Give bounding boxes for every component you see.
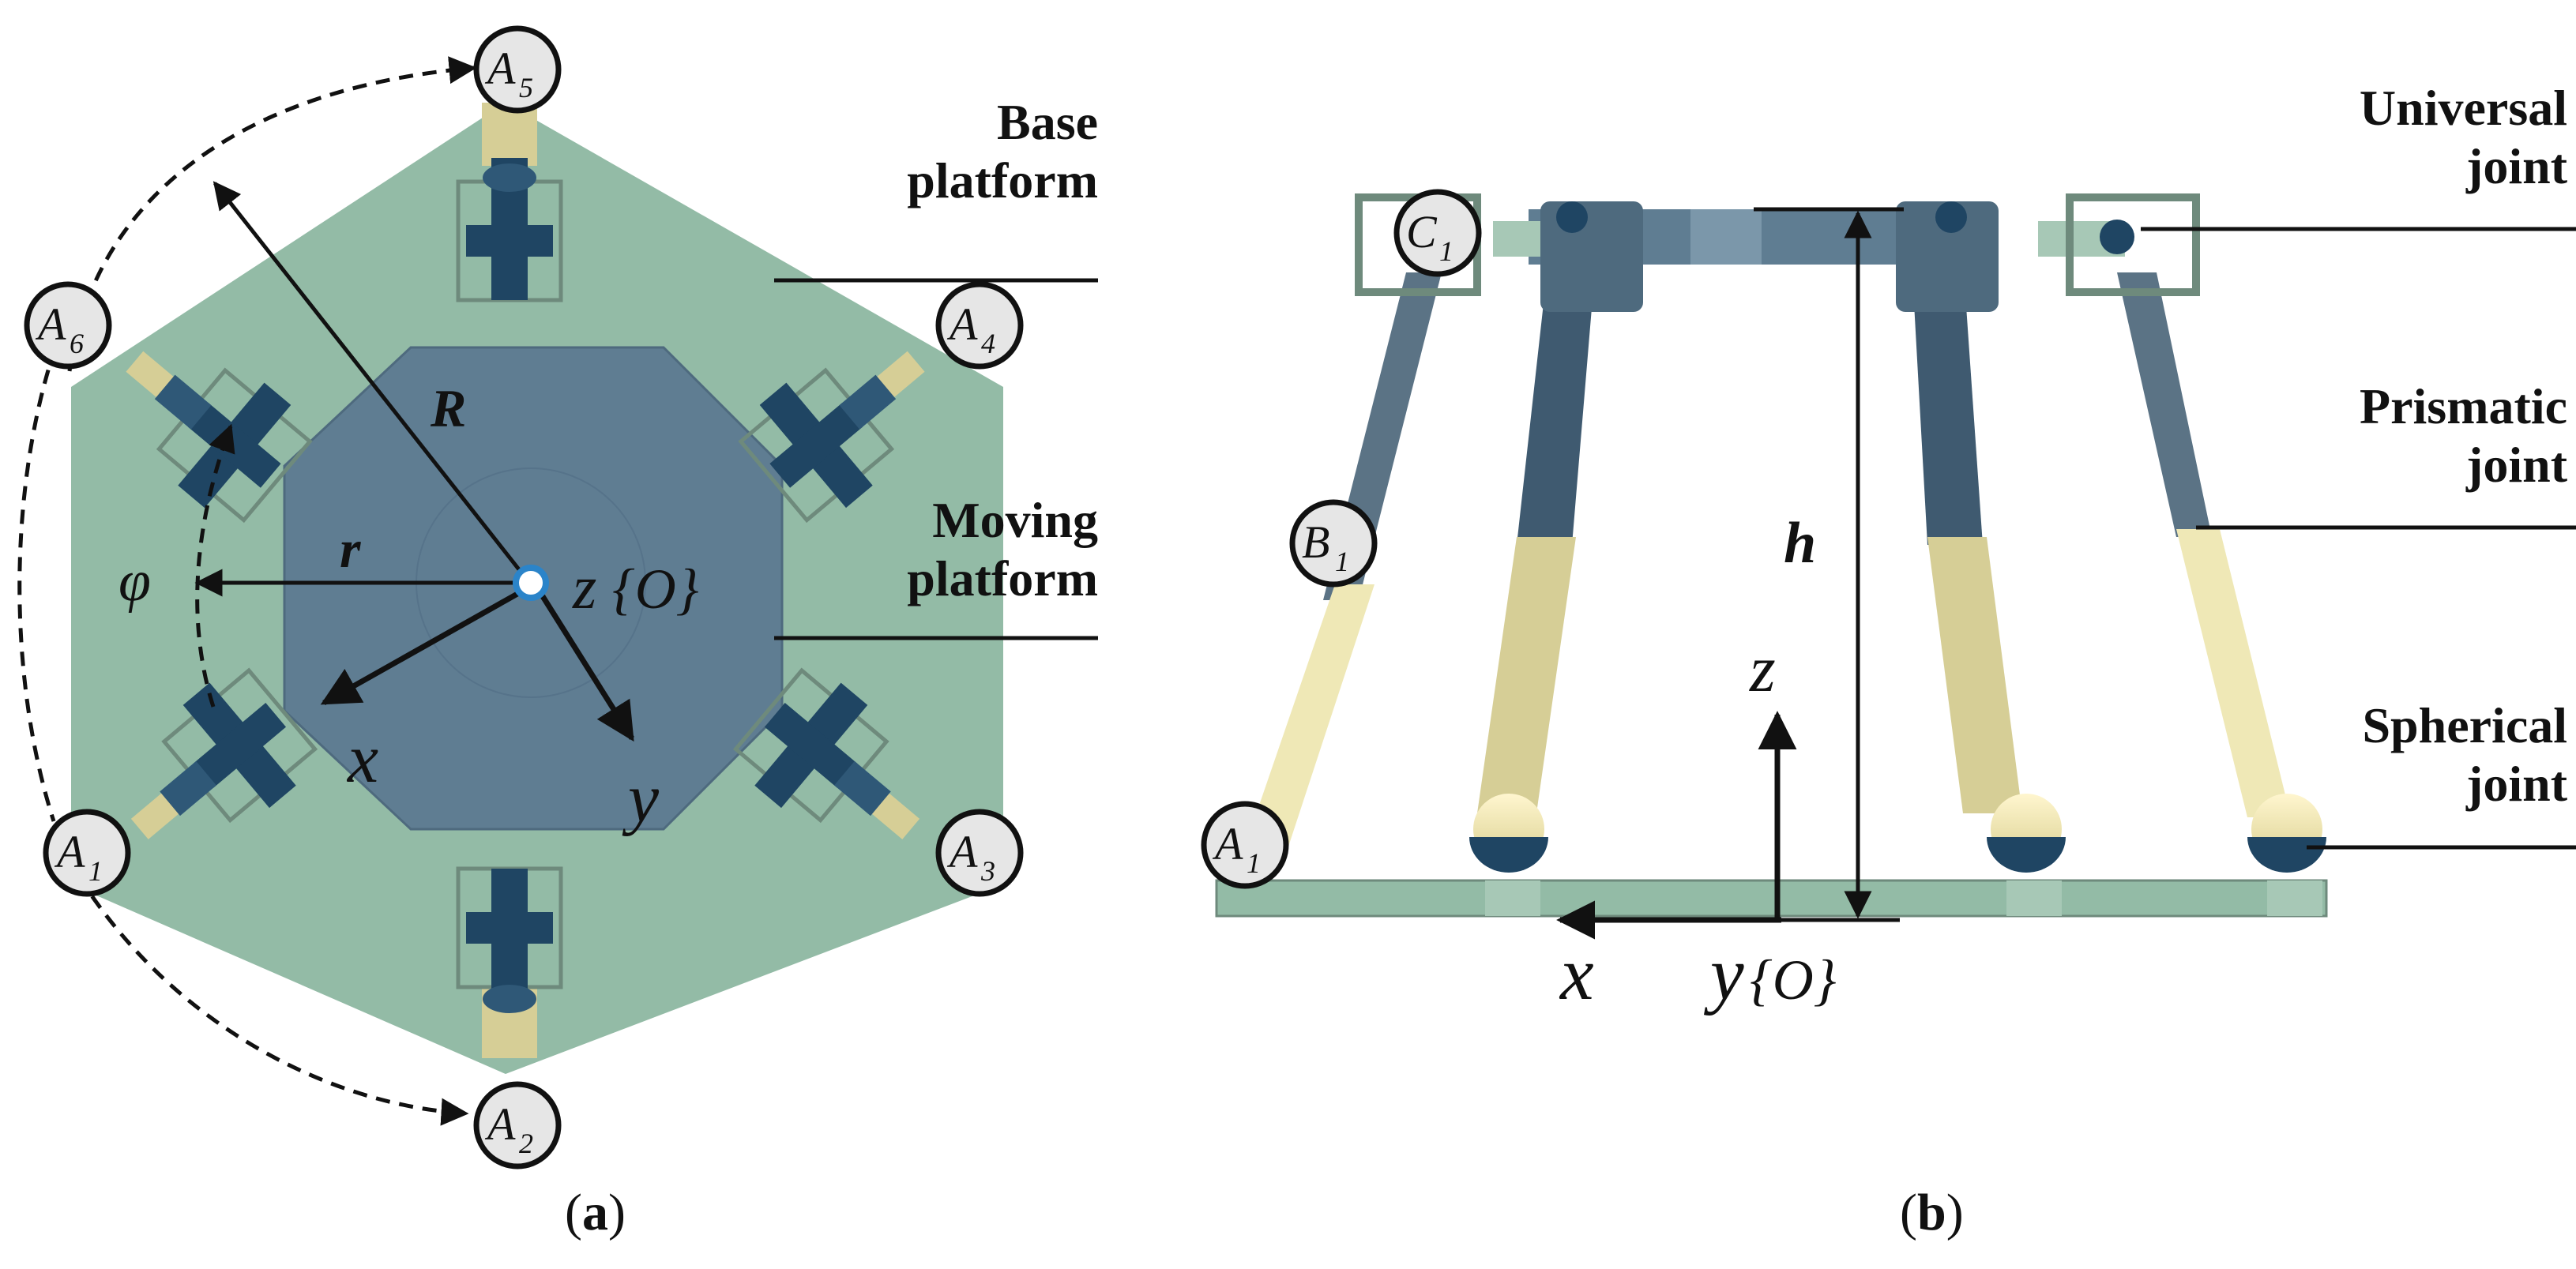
caption-b-open: ( — [1900, 1184, 1917, 1241]
svg-text:A: A — [484, 43, 516, 94]
callout-spherical-joint: Spherical joint — [2275, 696, 2567, 813]
svg-text:1: 1 — [1247, 847, 1261, 879]
callout-spherical-line2: joint — [2466, 756, 2567, 812]
label-origin-b: {O} — [1750, 948, 1837, 1012]
caption-a-open: ( — [565, 1184, 582, 1241]
label-z-b: z — [1749, 633, 1776, 706]
svg-text:1: 1 — [1335, 546, 1349, 577]
label-y-b: y — [1703, 931, 1744, 1016]
svg-text:A: A — [1212, 818, 1243, 869]
label-z-a: z — [572, 553, 596, 621]
svg-text:3: 3 — [980, 855, 995, 887]
callout-universal-line1: Universal — [2359, 80, 2567, 136]
svg-text:A: A — [946, 826, 978, 877]
svg-text:5: 5 — [519, 72, 533, 103]
node-a1-side: A 1 — [1201, 801, 1289, 889]
label-x-b: x — [1559, 931, 1594, 1016]
panel-b: h z x y {O} C 1 B 1 A 1 — [1201, 189, 2576, 1016]
svg-text:A: A — [54, 826, 85, 877]
svg-text:2: 2 — [519, 1128, 533, 1159]
joint-lower-left — [130, 667, 318, 839]
node-b1: B 1 — [1289, 499, 1378, 588]
label-y-a: y — [622, 760, 660, 837]
caption-b: (b) — [1900, 1183, 1964, 1243]
svg-text:6: 6 — [70, 328, 84, 359]
caption-a: (a) — [565, 1183, 626, 1243]
node-a2: A 2 — [473, 1081, 562, 1170]
node-c1: C 1 — [1393, 189, 1482, 277]
joint-lower-right — [732, 667, 920, 839]
axis-x-a — [320, 591, 519, 706]
panel-a: R r φ x y z {O} A 1 A 2 A 3 A 4 — [17, 25, 1098, 1170]
label-x-a: x — [346, 721, 378, 798]
svg-text:1: 1 — [1439, 235, 1453, 267]
node-a6: A 6 — [24, 281, 112, 370]
joint-bottom — [456, 866, 563, 1058]
callout-spherical-line1: Spherical — [2362, 697, 2567, 753]
joint-upper-right — [738, 351, 925, 524]
caption-b-letter: b — [1916, 1184, 1946, 1241]
svg-text:1: 1 — [88, 855, 103, 887]
dashed-arc-a1-a2 — [77, 875, 469, 1126]
label-phi: φ — [118, 549, 151, 614]
spherical-joint-1 — [1469, 794, 1548, 873]
caption-b-close: ) — [1946, 1184, 1964, 1241]
caption-a-close: ) — [607, 1184, 626, 1241]
callout-prismatic-joint: Prismatic joint — [2275, 377, 2567, 494]
callout-moving-line1: Moving — [932, 492, 1098, 548]
svg-text:B: B — [1302, 516, 1329, 568]
leg-4 — [2066, 193, 2291, 817]
spherical-joint-2 — [1987, 794, 2066, 873]
callout-moving-line2: platform — [907, 550, 1098, 606]
label-R: R — [430, 378, 466, 438]
callout-base-line2: platform — [907, 152, 1098, 208]
base-platform-side — [1215, 879, 2328, 918]
callout-universal-joint: Universal joint — [2275, 79, 2567, 196]
callout-base-line1: Base — [997, 94, 1098, 150]
svg-text:4: 4 — [981, 328, 995, 359]
node-a1: A 1 — [43, 809, 131, 897]
callout-prismatic-line1: Prismatic — [2360, 378, 2567, 434]
callout-universal-line2: joint — [2466, 138, 2567, 194]
callout-base-platform: Base platform — [869, 93, 1098, 210]
node-a3: A 3 — [935, 809, 1024, 897]
origin-marker — [513, 565, 549, 601]
joint-top — [456, 103, 563, 302]
label-r: r — [340, 519, 361, 579]
callout-prismatic-line2: joint — [2466, 437, 2567, 493]
leg-2 — [1477, 201, 1643, 813]
node-a4: A 4 — [935, 281, 1024, 370]
svg-text:A: A — [484, 1098, 516, 1150]
leg-3 — [1896, 201, 2022, 813]
svg-text:A: A — [946, 298, 978, 350]
vector-R — [212, 181, 523, 574]
label-h: h — [1784, 511, 1816, 576]
callout-moving-platform: Moving platform — [837, 491, 1098, 608]
axis-y-a — [539, 592, 634, 742]
caption-a-letter: a — [581, 1184, 608, 1241]
dashed-arc-a6-a1 — [17, 347, 58, 822]
svg-text:A: A — [35, 298, 66, 350]
label-origin-a: {O} — [612, 558, 699, 621]
node-a5: A 5 — [473, 25, 562, 114]
svg-text:C: C — [1406, 206, 1438, 257]
